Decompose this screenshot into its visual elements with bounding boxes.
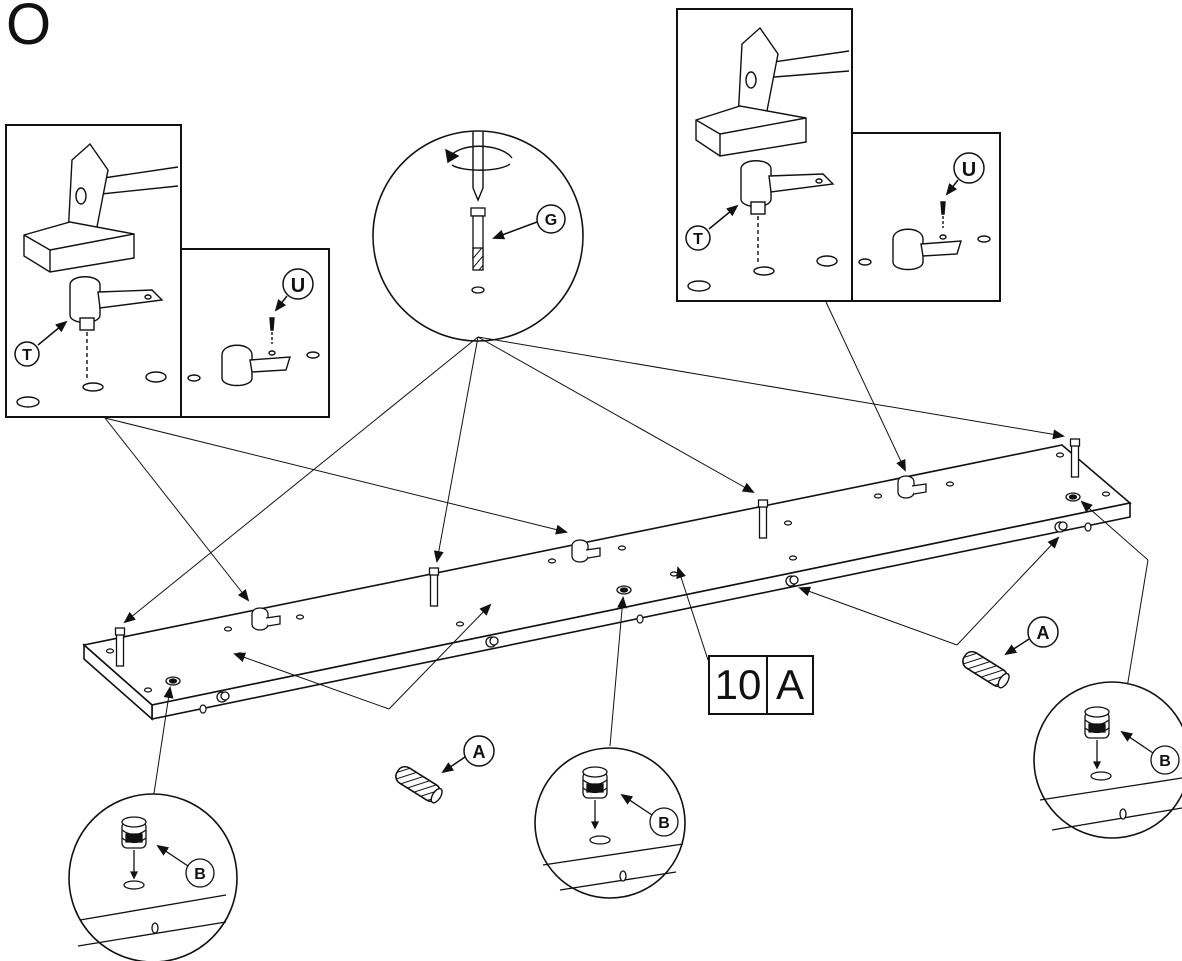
wood-dowel-a-1 [395, 765, 443, 804]
board-brackets [251, 475, 927, 631]
board-pins [114, 438, 1081, 667]
detail-circle-b-mid: B [534, 747, 686, 899]
inset-right-hammer [695, 26, 850, 157]
board-side-edge [83, 643, 153, 721]
callout-right-u-text: U [962, 159, 976, 181]
inset-right-tee-nut [687, 160, 838, 292]
shelf-board [82, 444, 1132, 721]
callout-b-mid-text: B [658, 815, 670, 832]
callout-right-u [945, 152, 985, 196]
inset-left-screw [187, 317, 320, 387]
panel-label-letter: A [776, 661, 805, 708]
cam-housings [165, 492, 1081, 686]
callout-left-u [274, 268, 314, 312]
callout-a-1 [441, 735, 495, 774]
callout-a-2-text: A [1037, 623, 1050, 643]
leader-lines [104, 301, 1149, 801]
callout-a-1-text: A [473, 742, 486, 762]
callout-g-text: G [545, 212, 557, 229]
callout-left-u-text: U [291, 275, 305, 297]
callout-right-t-text: T [693, 231, 703, 248]
detail-circle-b-left: B [68, 793, 238, 961]
board-holes [105, 452, 1111, 693]
callout-left-t [14, 320, 68, 367]
edge-holes [199, 522, 1092, 714]
inset-left-tee-nut [16, 276, 167, 408]
panel-label: 10 A [708, 655, 814, 715]
screwdriver [445, 132, 513, 202]
inset-right-screw [858, 201, 991, 271]
callout-b-left-text: B [194, 866, 206, 883]
callout-g [492, 204, 566, 240]
edge-dowels [216, 521, 1068, 703]
dowel-pin-g [470, 207, 486, 294]
detail-circle-b-right: B [1033, 681, 1182, 839]
inset-left-hammer [23, 142, 179, 273]
callout-a-2 [1004, 616, 1059, 656]
panel-label-number: 10 [710, 657, 768, 713]
callout-b-right-text: B [1159, 753, 1171, 770]
step-letter: O [6, 0, 52, 57]
wood-dowel-a-2 [962, 650, 1010, 689]
callout-right-t [685, 204, 739, 251]
callout-left-t-text: T [22, 347, 32, 364]
